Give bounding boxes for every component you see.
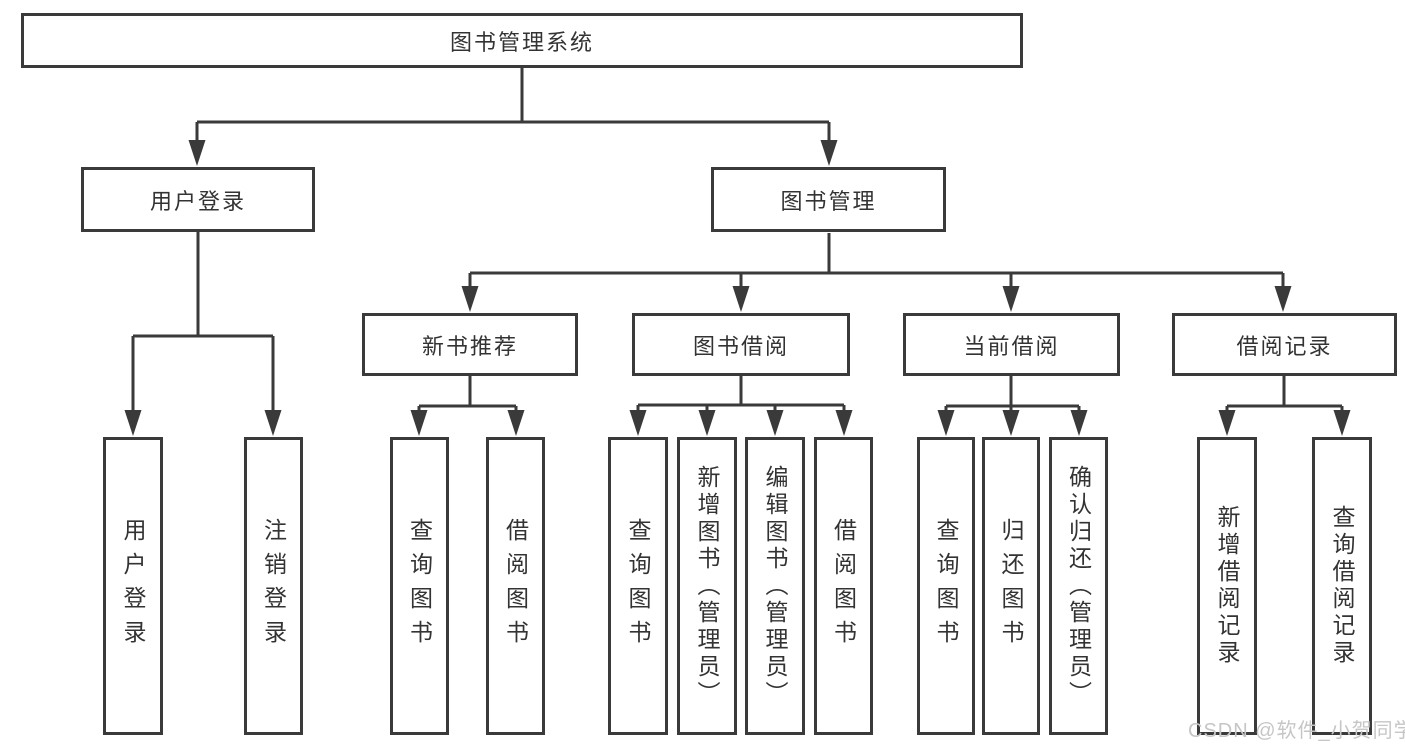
arrowheads [124,140,1351,436]
node-borrowing-records-label: 借阅记录 [1236,333,1333,359]
node-new-book-recommend: 新书推荐 [362,313,578,376]
leaf-cb-confirm-return-admin: 确认归还（管理员） [1049,437,1108,735]
leaf-user-login: 用户登录 [103,437,163,735]
node-user-login-label: 用户登录 [149,188,246,214]
leaf-bb-add-books-admin-label: 新增图书（管理员） [694,464,720,708]
node-book-management: 图书管理 [711,167,946,232]
leaf-cb-query-books: 查询图书 [917,437,975,735]
leaf-bb-edit-books-admin-label: 编辑图书（管理员） [762,464,788,708]
leaf-logout-label: 注销登录 [260,518,287,654]
node-book-borrowing-label: 图书借阅 [692,333,789,359]
leaf-br-add-record-label: 新增借阅记录 [1214,505,1240,667]
leaf-br-query-record-label: 查询借阅记录 [1329,505,1355,667]
leaf-bb-edit-books-admin: 编辑图书（管理员） [745,437,805,735]
csdn-watermark: CSDN @软件_小贺同学 [1188,720,1405,742]
node-user-login: 用户登录 [81,167,315,232]
leaf-bb-borrow-books: 借阅图书 [814,437,873,735]
node-root-label: 图书管理系统 [449,29,594,55]
node-book-borrowing: 图书借阅 [632,313,850,376]
leaf-bb-add-books-admin: 新增图书（管理员） [677,437,737,735]
leaf-nb-query-books-label: 查询图书 [406,518,433,654]
leaf-br-add-record: 新增借阅记录 [1197,437,1257,735]
leaf-nb-borrow-books: 借阅图书 [486,437,545,735]
leaf-cb-return-books-label: 归还图书 [998,518,1024,654]
node-book-management-label: 图书管理 [780,188,877,214]
leaf-cb-return-books: 归还图书 [982,437,1040,735]
node-current-borrowing-label: 当前借阅 [963,333,1060,359]
leaf-bb-query-books: 查询图书 [608,437,668,735]
node-current-borrowing: 当前借阅 [903,313,1120,376]
leaf-nb-query-books: 查询图书 [390,437,449,735]
node-borrowing-records: 借阅记录 [1172,313,1397,376]
leaf-logout: 注销登录 [244,437,303,735]
leaf-user-login-label: 用户登录 [120,518,146,654]
leaf-cb-query-books-label: 查询图书 [933,518,959,654]
node-new-book-recommend-label: 新书推荐 [421,333,518,359]
node-root-system: 图书管理系统 [21,13,1023,68]
leaf-br-query-record: 查询借阅记录 [1312,437,1372,735]
leaf-bb-query-books-label: 查询图书 [625,518,651,654]
leaf-cb-confirm-return-admin-label: 确认归还（管理员） [1065,464,1092,708]
leaf-bb-borrow-books-label: 借阅图书 [830,518,857,654]
leaf-nb-borrow-books-label: 借阅图书 [502,518,529,654]
